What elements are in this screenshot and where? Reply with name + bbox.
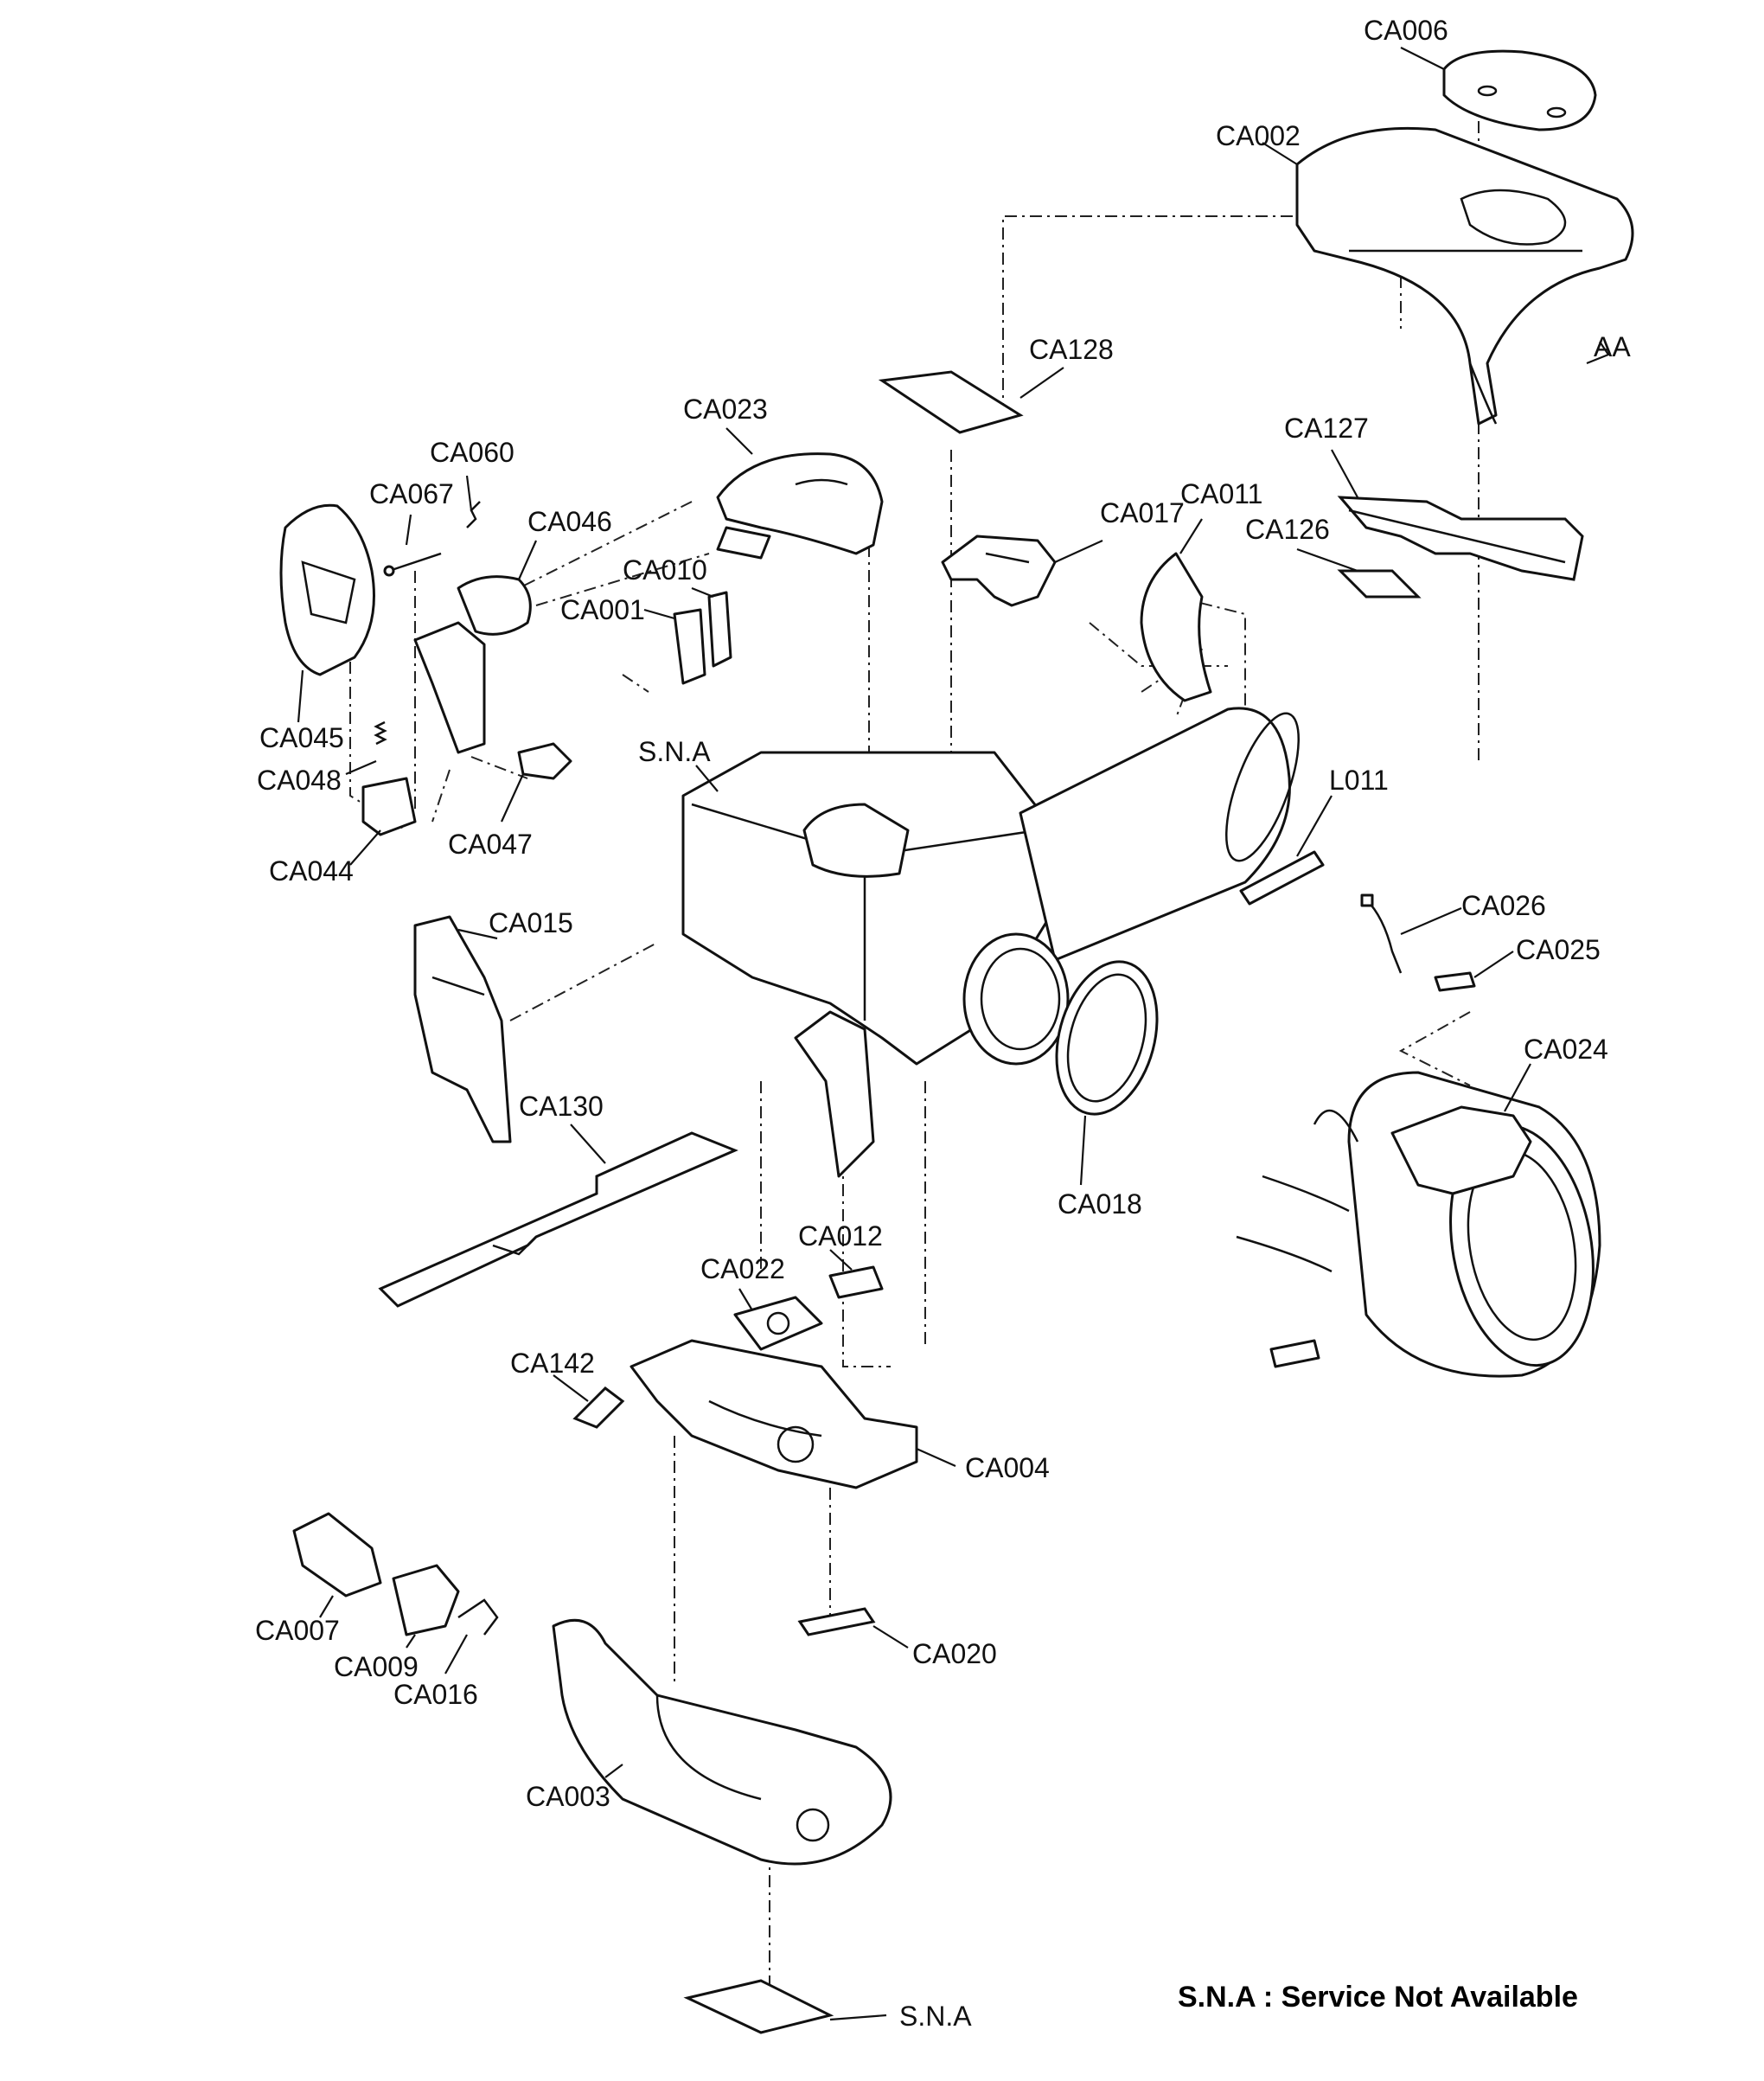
label-ca016: CA016	[393, 1679, 478, 1710]
label-ca023: CA023	[683, 394, 768, 425]
label-ca004: CA004	[965, 1452, 1050, 1483]
label-ca130: CA130	[519, 1091, 604, 1122]
label-ca015: CA015	[489, 907, 573, 938]
part-ca020-sheet	[797, 1607, 876, 1636]
label-ca045: CA045	[259, 722, 344, 753]
label-ca044: CA044	[269, 855, 354, 887]
label-ca067: CA067	[369, 478, 454, 509]
part-lens-cylinder	[1019, 707, 1300, 962]
part-ca046-lever	[457, 575, 532, 636]
leader-lines	[297, 47, 1531, 2021]
label-ca009: CA009	[334, 1651, 419, 1682]
label-ca022: CA022	[700, 1253, 785, 1284]
part-ca045-side-cover	[279, 503, 375, 676]
label-ca047: CA047	[448, 829, 533, 860]
label-aa: AA	[1594, 331, 1631, 362]
label-ca002: CA002	[1216, 120, 1301, 151]
part-ca067-screw	[383, 552, 442, 577]
part-ca142-sheet	[572, 1386, 625, 1429]
label-ca012: CA012	[798, 1220, 883, 1252]
part-ca016-spring	[457, 1598, 499, 1636]
part-ca018-ring	[1055, 960, 1159, 1116]
label-ca007: CA007	[255, 1615, 340, 1646]
part-ca127-sheet	[1337, 496, 1584, 581]
label-ca046: CA046	[527, 506, 612, 537]
label-ca048: CA048	[257, 765, 342, 796]
part-ca017-bracket	[941, 535, 1057, 607]
label-ca018: CA018	[1058, 1188, 1142, 1220]
part-ca044-switch	[361, 777, 417, 836]
part-ca001-plate	[673, 608, 706, 685]
part-ca130-sheet	[378, 1131, 738, 1308]
part-ca023-bracket	[716, 452, 884, 560]
label-ca006: CA006	[1364, 15, 1448, 46]
part-ca047-bracket	[517, 742, 572, 780]
label-ca020: CA020	[912, 1638, 997, 1669]
label-sna-top: S.N.A	[638, 736, 711, 767]
label-ca001: CA001	[560, 594, 645, 625]
label-ca026: CA026	[1461, 890, 1546, 921]
label-ca126: CA126	[1245, 514, 1330, 545]
part-main-chassis	[681, 751, 1057, 1178]
assembly-guide-lines	[349, 121, 1480, 2007]
part-ca002-top-case	[1295, 126, 1634, 426]
label-ca010: CA010	[623, 554, 707, 586]
label-ca127: CA127	[1284, 413, 1369, 444]
part-ca003-bottom-case	[552, 1618, 892, 1866]
part-ca010-plate	[707, 591, 732, 668]
part-lens-front	[962, 932, 1070, 1066]
label-ca060: CA060	[430, 437, 514, 468]
part-sna-bottom-sheet	[683, 1979, 834, 2034]
label-ca017: CA017	[1100, 497, 1185, 528]
label-ca024: CA024	[1524, 1034, 1608, 1065]
part-ca009-latch	[392, 1564, 460, 1636]
part-ca126-sheet	[1337, 569, 1422, 599]
label-sna-bottom: S.N.A	[899, 2001, 972, 2032]
part-ca026-cable	[1360, 893, 1403, 974]
part-l011-flex	[1239, 850, 1325, 906]
legend-sna-note: S.N.A : Service Not Available	[1178, 1981, 1578, 2014]
label-ca003: CA003	[526, 1781, 610, 1812]
part-switch-block	[413, 621, 486, 754]
part-ca012-bracket	[828, 1265, 884, 1299]
part-ca004-base-frame	[630, 1339, 918, 1489]
part-ca060-spring	[466, 501, 481, 528]
part-ca048-spring	[374, 720, 387, 746]
label-ca128: CA128	[1029, 334, 1114, 365]
part-ca022-plate	[733, 1296, 823, 1351]
part-labels: CA006 CA002 AA CA128 CA023 CA060 CA067 C…	[255, 15, 1631, 2032]
part-ca006-cover	[1442, 49, 1597, 131]
label-ca025: CA025	[1516, 934, 1601, 965]
part-ca011-lens-barrel	[1140, 552, 1212, 702]
part-ca024-lens-hood	[1236, 1071, 1601, 1378]
label-l011: L011	[1329, 765, 1389, 796]
part-ca025-connector	[1434, 971, 1476, 992]
label-ca011: CA011	[1180, 478, 1262, 509]
label-ca142: CA142	[510, 1348, 595, 1379]
part-ca015-bracket	[413, 915, 512, 1143]
part-ca128-sheet	[878, 370, 1024, 434]
part-ca007-cover	[292, 1512, 382, 1598]
